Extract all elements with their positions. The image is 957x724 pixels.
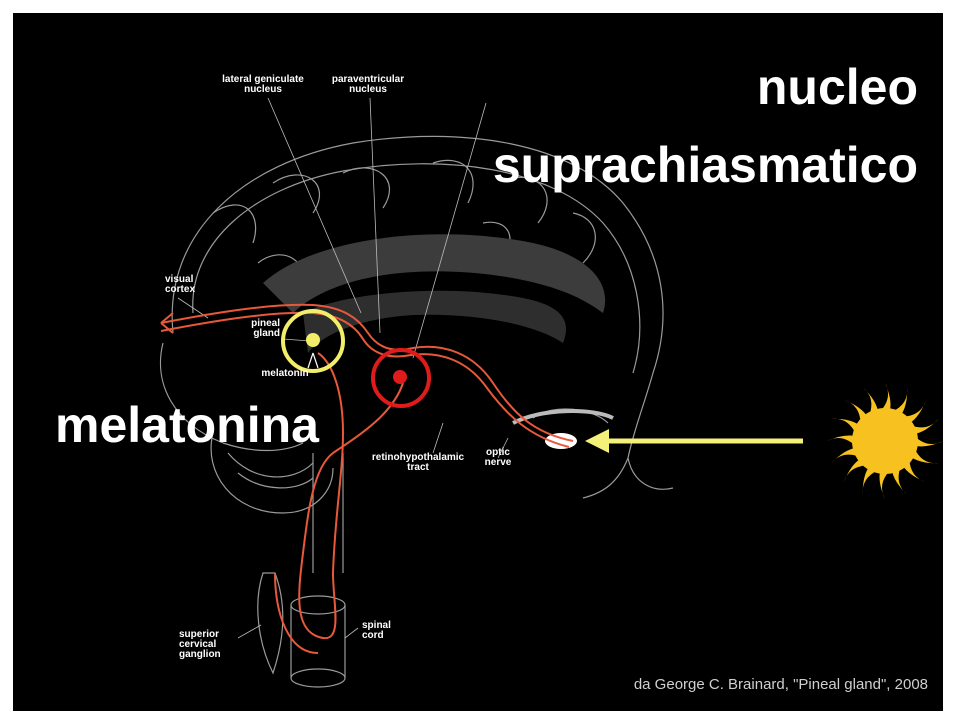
label-superior-cervical-ganglion: superior cervical ganglion (179, 630, 239, 660)
label-visual-cortex: visual cortex (165, 275, 215, 295)
arrow-left-icon (585, 429, 803, 453)
scn-dot (393, 370, 407, 384)
label-retinohypothalamic-tract: retinohypothalamic tract (368, 453, 468, 473)
sun-ray (880, 471, 890, 499)
label-pineal-gland: pineal gland (238, 319, 280, 339)
title-line-1: nucleo (757, 59, 918, 115)
sun-ray (880, 383, 890, 411)
sun-icon (827, 383, 943, 499)
label-spinal-cord: spinal cord (362, 621, 402, 641)
sun-ray (915, 436, 943, 446)
title-line-2: suprachiasmatico (493, 137, 918, 193)
label-optic-nerve: optic nerve (478, 448, 518, 468)
brain-diagram (13, 13, 943, 711)
label-paraventricular: paraventricular nucleus (318, 75, 418, 95)
sun-ray (827, 436, 855, 446)
melatonina-callout: melatonina (55, 397, 319, 453)
label-lateral-geniculate: lateral geniculate nucleus (208, 75, 318, 95)
source-credit: da George C. Brainard, "Pineal gland", 2… (634, 676, 928, 693)
slide: nucleo suprachiasmatico melatonina later… (13, 13, 943, 711)
neural-pathway (161, 305, 573, 653)
label-melatonin: melatonin (255, 369, 315, 379)
pineal-dot (306, 333, 320, 347)
